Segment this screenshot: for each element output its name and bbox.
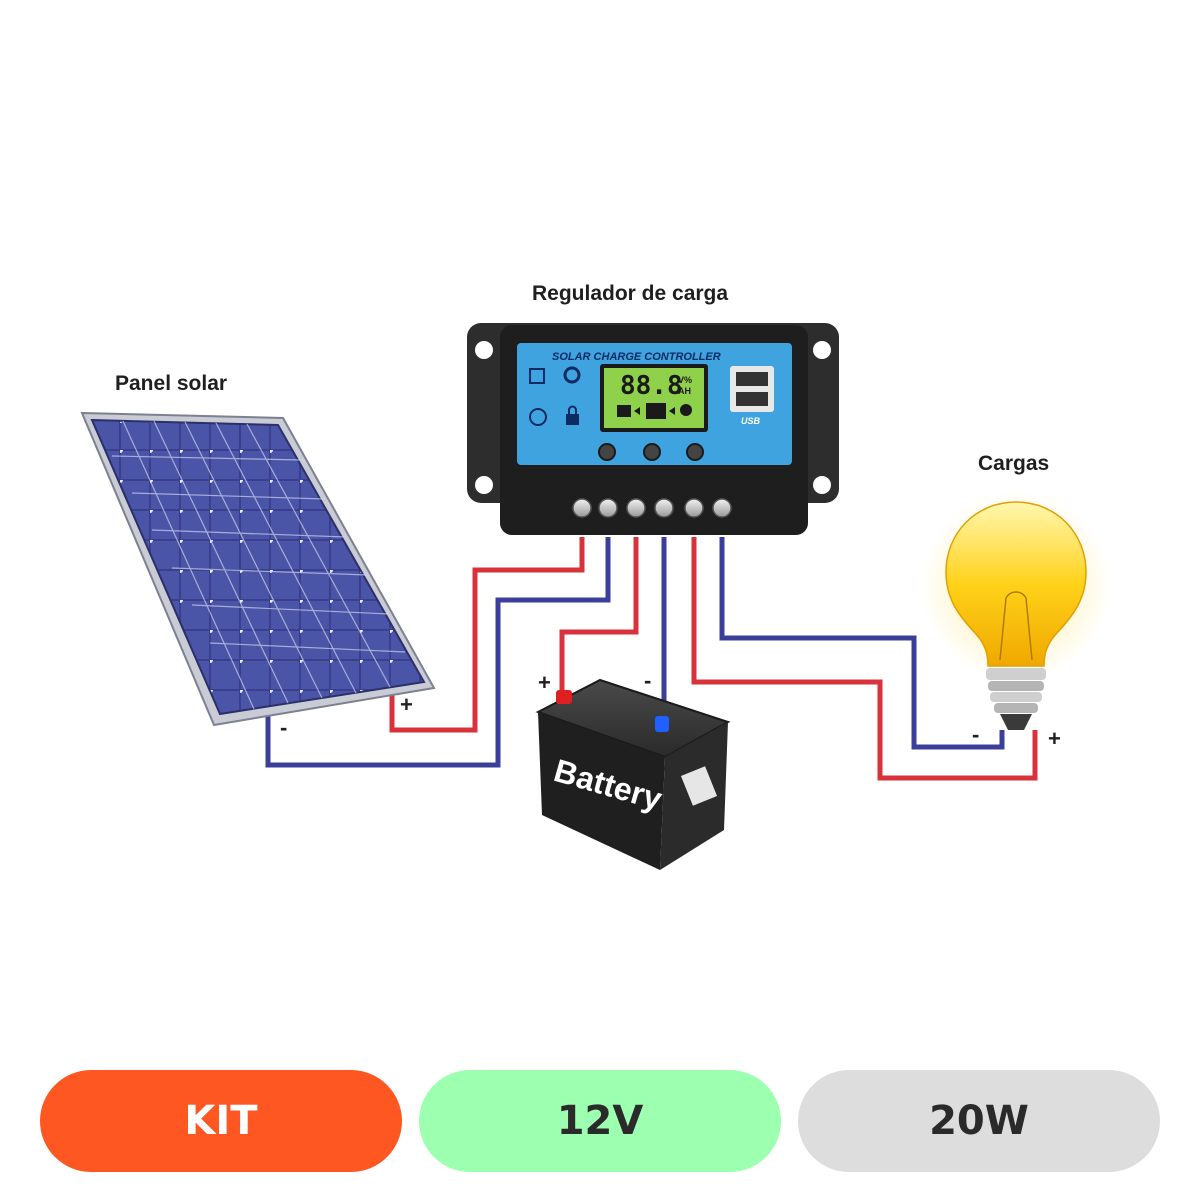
clock-icon [529,408,547,426]
panel-plus-terminal: + [400,692,413,717]
battery: Battery [535,678,731,870]
regulator-label: Regulador de carga [532,282,728,305]
battery-positive-terminal [556,690,572,704]
wire-load-negative [719,537,1005,750]
power-badge: 20W [798,1070,1160,1172]
wire-battery-positive [559,537,639,690]
menu-icon [529,368,545,384]
lcd-flow-icons [617,403,692,419]
wire-panel-negative [265,537,611,768]
kit-badge: KIT [40,1070,402,1172]
down-button [686,443,704,461]
usb-label: USB [741,416,761,426]
wiring [265,537,1038,781]
up-button [643,443,661,461]
load-plus-terminal: + [1048,726,1061,751]
wire-load-positive [691,537,1038,781]
panel-label: Panel solar [115,372,227,395]
solar-panel [80,411,436,727]
controller-terminals [572,498,732,518]
lcd-unit-top: V% [678,375,692,385]
gear-icon [563,366,581,384]
battery-plus-sign: + [538,670,551,695]
battery-negative-terminal [655,716,669,732]
light-bulb [921,491,1111,730]
controller-title: SOLAR CHARGE CONTROLLER [552,351,721,363]
menu-button [598,443,616,461]
lcd-unit-bottom: AH [678,386,691,396]
loads-label: Cargas [978,452,1049,475]
lcd-reading: 88.8 [620,371,683,401]
voltage-badge: 12V [419,1070,781,1172]
charge-controller: SOLAR CHARGE CONTROLLER 88.8 V% AH USB [467,323,839,535]
battery-minus-sign: - [644,668,651,693]
spec-badges: KIT 12V 20W [40,1070,1160,1172]
panel-minus-terminal: - [280,715,287,740]
load-minus-terminal: - [972,722,979,747]
wire-panel-positive [389,537,585,733]
lock-icon [566,414,579,425]
